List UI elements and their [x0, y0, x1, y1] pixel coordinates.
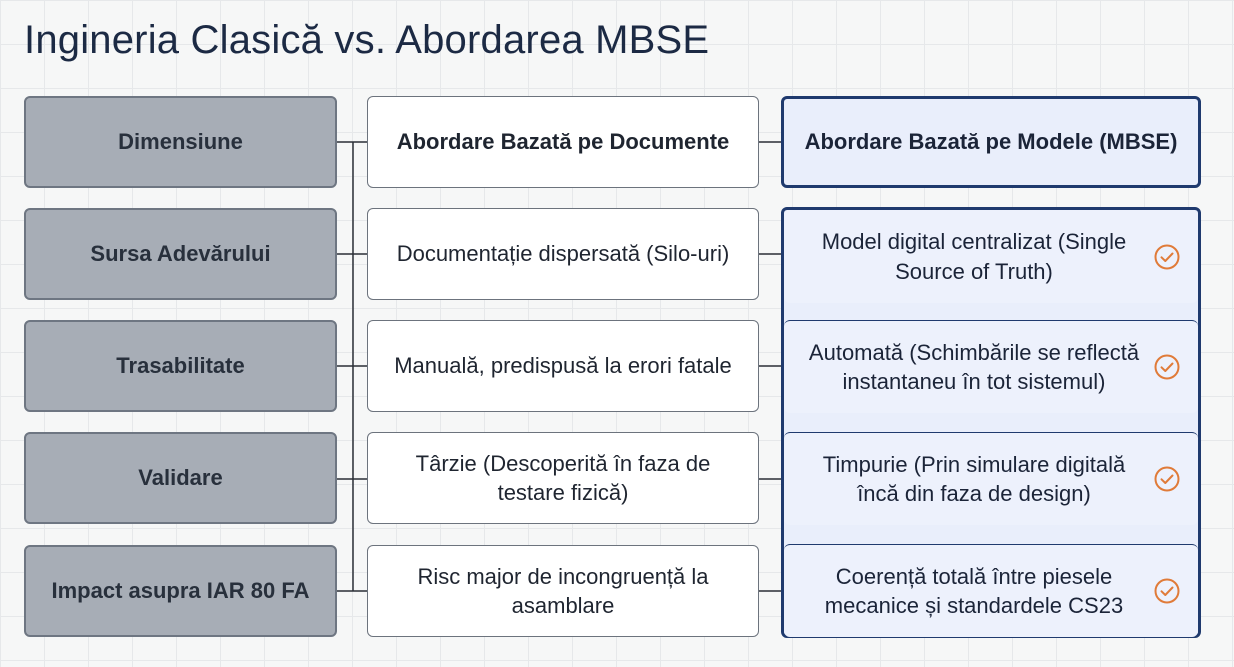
dimension-label: Impact asupra IAR 80 FA — [51, 578, 310, 604]
document-cell-text: Risc major de incongruență la asamblare — [417, 563, 709, 618]
model-cell-text: Coerență totală între piesele mecanice ș… — [824, 563, 1124, 618]
dimension-cell-validare: Validare — [24, 432, 337, 524]
model-cell-text: Automată (Schimbările se reflectă instan… — [808, 339, 1140, 394]
check-circle-icon — [1154, 244, 1180, 269]
model-cell-text: Model digital centralizat (Single Source… — [821, 229, 1127, 284]
header-model-based: Abordare Bazată pe Modele (MBSE) — [781, 96, 1201, 188]
model-cell-impact: Coerență totală între piesele mecanice ș… — [784, 544, 1198, 637]
document-cell-trasabilitate: Manuală, predispusă la erori fatale — [367, 320, 759, 412]
header-model-based-label: Abordare Bazată pe Modele (MBSE) — [804, 129, 1178, 155]
model-cell-text: Timpurie (Prin simulare digitală încă di… — [822, 451, 1126, 506]
dimension-label: Trasabilitate — [116, 353, 245, 379]
document-cell-text: Documentație dispersată (Silo-uri) — [396, 241, 730, 267]
document-cell-validare: Târzie (Descoperită în faza de testare f… — [367, 432, 759, 524]
check-circle-icon — [1154, 466, 1180, 492]
header-document-based-label: Abordare Bazată pe Documente — [396, 129, 730, 155]
model-cell-trasabilitate: Automată (Schimbările se reflectă instan… — [784, 320, 1198, 413]
model-cell-sursa: Model digital centralizat (Single Source… — [784, 210, 1198, 303]
page-title: Ingineria Clasică vs. Abordarea MBSE — [24, 18, 710, 62]
check-circle-icon — [1154, 578, 1180, 604]
header-dimension: Dimensiune — [24, 96, 337, 188]
header-dimension-label: Dimensiune — [118, 129, 243, 155]
document-cell-sursa: Documentație dispersată (Silo-uri) — [367, 208, 759, 300]
dimension-cell-sursa: Sursa Adevărului — [24, 208, 337, 300]
header-document-based: Abordare Bazată pe Documente — [367, 96, 759, 188]
document-cell-impact: Risc major de incongruență la asamblare — [367, 545, 759, 637]
model-cell-validare: Timpurie (Prin simulare digitală încă di… — [784, 432, 1198, 525]
dimension-label: Validare — [138, 465, 223, 491]
dimension-label: Sursa Adevărului — [90, 241, 271, 267]
dimension-cell-trasabilitate: Trasabilitate — [24, 320, 337, 412]
check-circle-icon — [1154, 354, 1180, 380]
document-cell-text: Manuală, predispusă la erori fatale — [394, 353, 732, 379]
document-cell-text: Târzie (Descoperită în faza de testare f… — [415, 450, 711, 505]
dimension-cell-impact: Impact asupra IAR 80 FA — [24, 545, 337, 637]
